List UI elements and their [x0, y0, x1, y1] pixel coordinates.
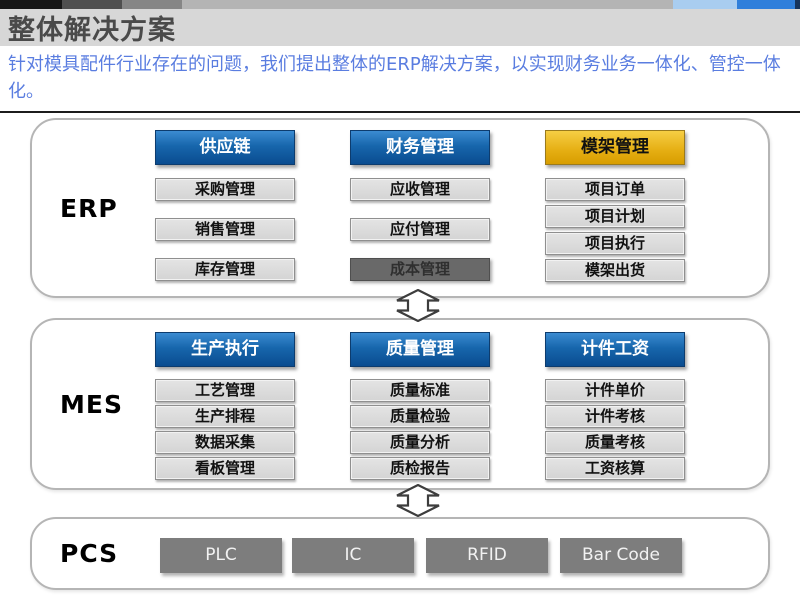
mes-production-column: 生产执行 工艺管理 生产排程 数据采集 看板管理 — [155, 332, 295, 483]
erp-layer: ERP 供应链 采购管理 销售管理 库存管理 财务管理 应收管理 应付管理 成本… — [30, 118, 770, 298]
mes-production-header: 生产执行 — [155, 332, 295, 367]
pcs-ic-box: IC — [292, 538, 414, 573]
pcs-rfid-box: RFID — [426, 538, 548, 573]
mes-layer-label: MES — [60, 389, 123, 419]
erp-inventory-box: 库存管理 — [155, 258, 295, 281]
mes-quality-report-box: 质检报告 — [350, 457, 490, 480]
mes-quality-standard-box: 质量标准 — [350, 379, 490, 402]
mes-piece-assessment-box: 计件考核 — [545, 405, 685, 428]
erp-project-order-box: 项目订单 — [545, 178, 685, 201]
mes-piecework-column: 计件工资 计件单价 计件考核 质量考核 工资核算 — [545, 332, 685, 483]
erp-project-plan-box: 项目计划 — [545, 205, 685, 228]
erp-mold-frame-column: 模架管理 项目订单 项目计划 项目执行 模架出货 — [545, 130, 685, 286]
mes-data-collection-box: 数据采集 — [155, 431, 295, 454]
erp-payable-box: 应付管理 — [350, 218, 490, 241]
updown-arrow-icon — [394, 483, 442, 518]
erp-mold-shipment-box: 模架出货 — [545, 259, 685, 282]
updown-arrow-icon — [394, 288, 442, 323]
erp-layer-label: ERP — [60, 193, 118, 223]
mes-quality-analysis-box: 质量分析 — [350, 431, 490, 454]
bar-segment — [737, 0, 795, 9]
pcs-plc-box: PLC — [160, 538, 282, 573]
bar-segment — [122, 0, 182, 9]
erp-mold-frame-header: 模架管理 — [545, 130, 685, 165]
bar-segment — [62, 0, 122, 9]
bar-segment — [182, 0, 673, 9]
divider-line — [0, 111, 800, 113]
bar-segment — [0, 0, 62, 9]
erp-purchase-box: 采购管理 — [155, 178, 295, 201]
mes-quality-assessment-box: 质量考核 — [545, 431, 685, 454]
pcs-layer-label: PCS — [60, 539, 119, 568]
mes-quality-inspection-box: 质量检验 — [350, 405, 490, 428]
mes-payroll-box: 工资核算 — [545, 457, 685, 480]
mes-layer: MES 生产执行 工艺管理 生产排程 数据采集 看板管理 质量管理 质量标准 质… — [30, 318, 770, 490]
mes-piecework-header: 计件工资 — [545, 332, 685, 367]
erp-supply-chain-header: 供应链 — [155, 130, 295, 165]
mes-process-box: 工艺管理 — [155, 379, 295, 402]
erp-receivable-box: 应收管理 — [350, 178, 490, 201]
erp-cost-box: 成本管理 — [350, 258, 490, 281]
top-accent-bar — [0, 0, 800, 9]
mes-quality-header: 质量管理 — [350, 332, 490, 367]
title-band: 整体解决方案 — [0, 9, 800, 46]
bar-segment — [795, 0, 800, 9]
erp-sales-box: 销售管理 — [155, 218, 295, 241]
mes-scheduling-box: 生产排程 — [155, 405, 295, 428]
pcs-barcode-box: Bar Code — [560, 538, 682, 573]
bar-segment — [673, 0, 737, 9]
erp-finance-column: 财务管理 应收管理 应付管理 成本管理 — [350, 130, 490, 298]
pcs-layer: PCS PLC IC RFID Bar Code — [30, 517, 770, 590]
erp-project-exec-box: 项目执行 — [545, 232, 685, 255]
erp-supply-chain-column: 供应链 采购管理 销售管理 库存管理 — [155, 130, 295, 298]
erp-finance-header: 财务管理 — [350, 130, 490, 165]
mes-kanban-box: 看板管理 — [155, 457, 295, 480]
mes-quality-column: 质量管理 质量标准 质量检验 质量分析 质检报告 — [350, 332, 490, 483]
page-title: 整体解决方案 — [8, 15, 176, 46]
mes-piece-price-box: 计件单价 — [545, 379, 685, 402]
subtitle-text: 针对模具配件行业存在的问题，我们提出整体的ERP解决方案，以实现财务业务一体化、… — [8, 54, 781, 102]
